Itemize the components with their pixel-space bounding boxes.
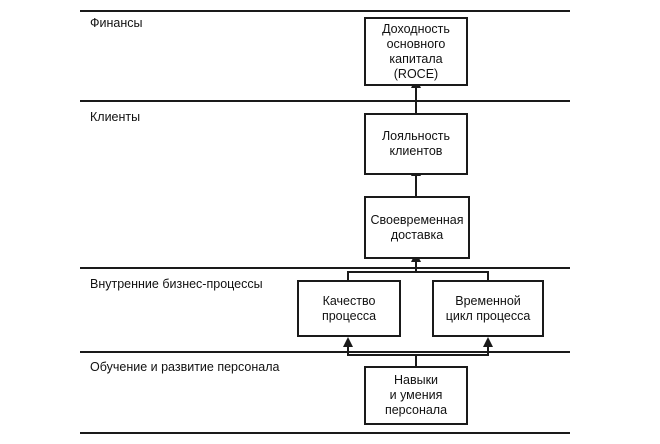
roce-node-label: Доходность основного капитала (ROCE)	[382, 21, 450, 81]
process-quality-node-label: Качество процесса	[321, 293, 377, 323]
process-quality-node: Качество процесса	[297, 280, 401, 337]
learning-perspective-label: Обучение и развитие персонала	[90, 360, 280, 374]
finance-customers-divider	[80, 100, 570, 102]
roce-node: Доходность основного капитала (ROCE)	[364, 17, 468, 86]
process-cycle-time-node-label: Временной цикл процесса	[445, 293, 531, 323]
customer-loyalty-node-label: Лояльность клиентов	[381, 129, 451, 158]
finance-perspective-label: Финансы	[90, 16, 143, 30]
on-time-delivery-node: Своевременная доставка	[364, 196, 470, 259]
process-cycle-time-node: Временной цикл процесса	[432, 280, 544, 337]
internal-learning-divider	[80, 351, 570, 353]
customers-perspective-label: Клиенты	[90, 110, 141, 124]
customer-loyalty-node: Лояльность клиентов	[364, 113, 468, 175]
customers-internal-divider	[80, 267, 570, 269]
bottom-rule	[80, 432, 570, 434]
staff-skills-node-label: Навыки и умения персонала	[384, 373, 448, 417]
top-rule	[80, 10, 570, 12]
on-time-delivery-node-label: Своевременная доставка	[370, 212, 464, 242]
staff-skills-node: Навыки и умения персонала	[364, 366, 468, 425]
internal-perspective-label: Внутренние бизнес-процессы	[90, 277, 263, 291]
